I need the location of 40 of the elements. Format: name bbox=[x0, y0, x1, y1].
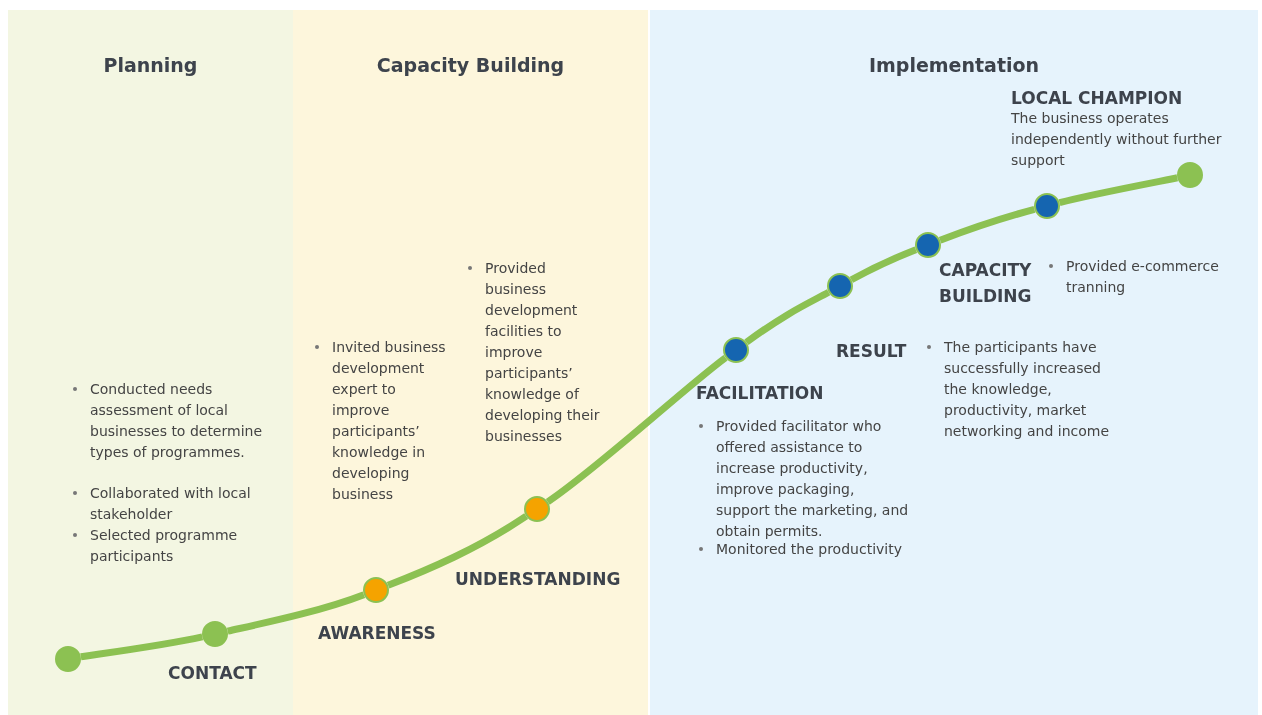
bullet-text: Invited business development expert to improve participants’ knowledge in developing business bbox=[332, 338, 447, 504]
bullet-text: Conducted needs assessment of local businesses to determine types of programmes. bbox=[90, 380, 263, 462]
milestone-dot bbox=[524, 496, 550, 522]
bullet-text: Collaborated with local stakeholder bbox=[90, 484, 252, 524]
milestone-dot bbox=[915, 232, 941, 258]
phase-heading: Implementation bbox=[867, 54, 1041, 76]
curve-segment bbox=[1058, 174, 1178, 207]
stage-title: CONTACT bbox=[168, 662, 258, 685]
curve-segment bbox=[744, 289, 831, 346]
stage-description: The participants have successfully increased the knowledge, productivity, market networking and income bbox=[944, 338, 1111, 441]
phase-heading: Planning bbox=[102, 54, 199, 76]
stage-title: CAPACITY BUILDING bbox=[939, 259, 1033, 308]
stage-description: Provided e-commerce tranning bbox=[1066, 257, 1220, 297]
curve-segment bbox=[849, 246, 918, 283]
phase-heading: Capacity Building bbox=[375, 54, 566, 76]
stage-description: Monitored the productivity bbox=[716, 540, 903, 559]
curve-segment bbox=[938, 206, 1036, 244]
milestone-dot bbox=[1177, 162, 1203, 188]
phase-band bbox=[8, 10, 293, 715]
bullet-text: Selected programme participants bbox=[90, 526, 239, 566]
bullet-text: Provided business development facilities to improve participants’ knowledge of developing their businesses bbox=[485, 259, 600, 446]
stage-description: Provided facilitator who offered assistance to increase productivity, improve packaging, support the marketing, and obtain permits. bbox=[716, 417, 910, 541]
stage-title: LOCAL CHAMPION bbox=[1011, 87, 1184, 110]
curve-segment bbox=[545, 354, 728, 505]
milestone-dot bbox=[723, 337, 749, 363]
curve-segment bbox=[226, 591, 366, 635]
milestone-dot bbox=[827, 273, 853, 299]
stage-title: FACILITATION bbox=[696, 382, 825, 405]
milestone-dot bbox=[202, 621, 228, 647]
curve-segment bbox=[80, 633, 204, 661]
stage-description: The business operates independently without further support bbox=[1011, 109, 1223, 170]
phase-band bbox=[650, 10, 1258, 715]
milestone-dot bbox=[363, 577, 389, 603]
stage-title: UNDERSTANDING bbox=[455, 568, 622, 591]
stage-title: RESULT bbox=[836, 340, 908, 363]
milestone-dot bbox=[1034, 193, 1060, 219]
curve-segment bbox=[386, 513, 529, 589]
milestone-dot bbox=[55, 646, 81, 672]
phase-band bbox=[293, 10, 648, 715]
stage-title: AWARENESS bbox=[318, 622, 437, 645]
